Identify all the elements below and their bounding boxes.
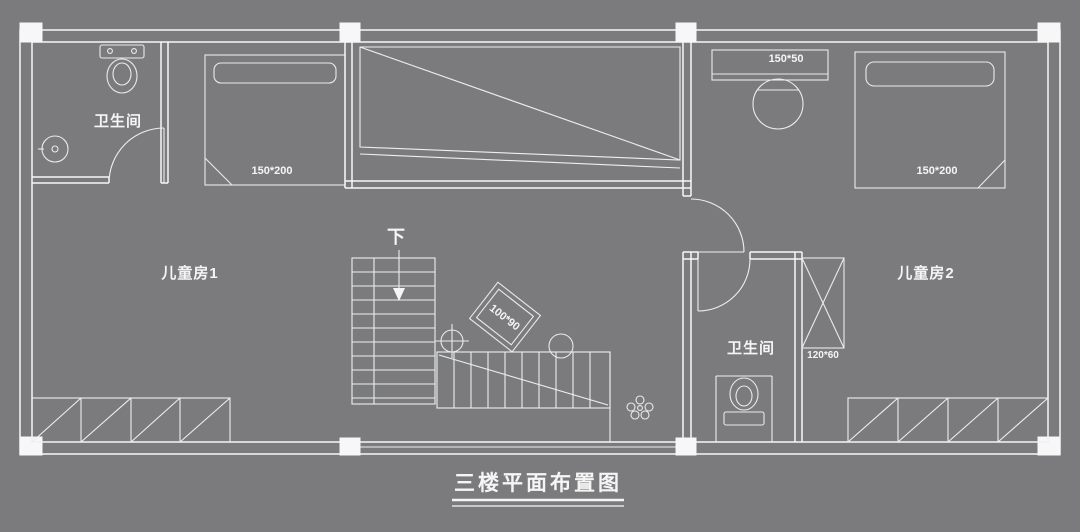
plant-icon bbox=[626, 395, 654, 420]
drawing-title-block: 三楼平面布置图 bbox=[452, 471, 624, 507]
cabinet-shaft: 120*60 bbox=[801, 257, 845, 361]
table-dimension: 100*90 bbox=[487, 302, 522, 333]
center-furniture: 100*90 bbox=[435, 281, 574, 359]
staircase: 下 bbox=[351, 227, 611, 442]
column-top-mid-left bbox=[339, 22, 361, 43]
cabinet-dimension: 120*60 bbox=[807, 350, 839, 361]
column-bottom-mid-left bbox=[339, 437, 361, 456]
bathroom-bottom-right: 卫生间 bbox=[682, 251, 803, 442]
kids-room-2-label: 儿童房2 bbox=[896, 264, 954, 282]
door-arc-bathroom-left bbox=[108, 127, 165, 184]
sink-icon bbox=[38, 135, 69, 163]
wardrobe-left bbox=[31, 397, 231, 443]
stair-treads-horizontal-run bbox=[436, 351, 611, 442]
center-mark-icon bbox=[435, 324, 469, 358]
stairs-down-label: 下 bbox=[387, 227, 405, 247]
column-top-mid-right bbox=[675, 22, 697, 43]
bed-right: 150*200 bbox=[854, 51, 1006, 189]
table-rotated: 100*90 bbox=[468, 281, 542, 353]
stair-treads-vertical-run bbox=[351, 257, 436, 405]
bed-left-dimension: 150*200 bbox=[252, 165, 293, 177]
void-area bbox=[344, 42, 692, 197]
column-top-right bbox=[1037, 22, 1061, 43]
bathroom-right-label: 卫生间 bbox=[727, 339, 775, 357]
columns bbox=[19, 22, 1061, 456]
bathroom-top-left: 卫生间 bbox=[32, 42, 169, 184]
desk-dimension: 150*50 bbox=[769, 53, 804, 65]
outer-walls bbox=[19, 29, 1061, 455]
toilet-icon-bottom-right bbox=[723, 377, 765, 426]
bed-right-dimension: 150*200 bbox=[917, 165, 958, 177]
wardrobe-right bbox=[847, 397, 1049, 443]
column-top-left bbox=[19, 22, 43, 43]
stool-icon bbox=[548, 333, 574, 359]
down-arrow-icon bbox=[393, 250, 405, 301]
column-bottom-mid-right bbox=[675, 437, 697, 456]
chair-icon bbox=[752, 78, 804, 130]
drawing-title: 三楼平面布置图 bbox=[454, 471, 622, 495]
bathroom-left-label: 卫生间 bbox=[94, 112, 142, 130]
kids-room-2: 儿童房2 150*50 150*200 bbox=[711, 49, 1006, 282]
kids-room-1: 儿童房1 150*200 bbox=[160, 54, 346, 282]
column-bottom-right bbox=[1037, 436, 1061, 456]
door-arc-kids-room-2 bbox=[690, 198, 745, 253]
bed-left: 150*200 bbox=[204, 54, 346, 186]
column-bottom-left bbox=[19, 436, 43, 456]
desk: 150*50 bbox=[711, 49, 829, 81]
kids-room-1-label: 儿童房1 bbox=[160, 264, 218, 282]
door-arc-bathroom-right bbox=[697, 258, 751, 312]
toilet-icon-top-left bbox=[99, 44, 145, 94]
